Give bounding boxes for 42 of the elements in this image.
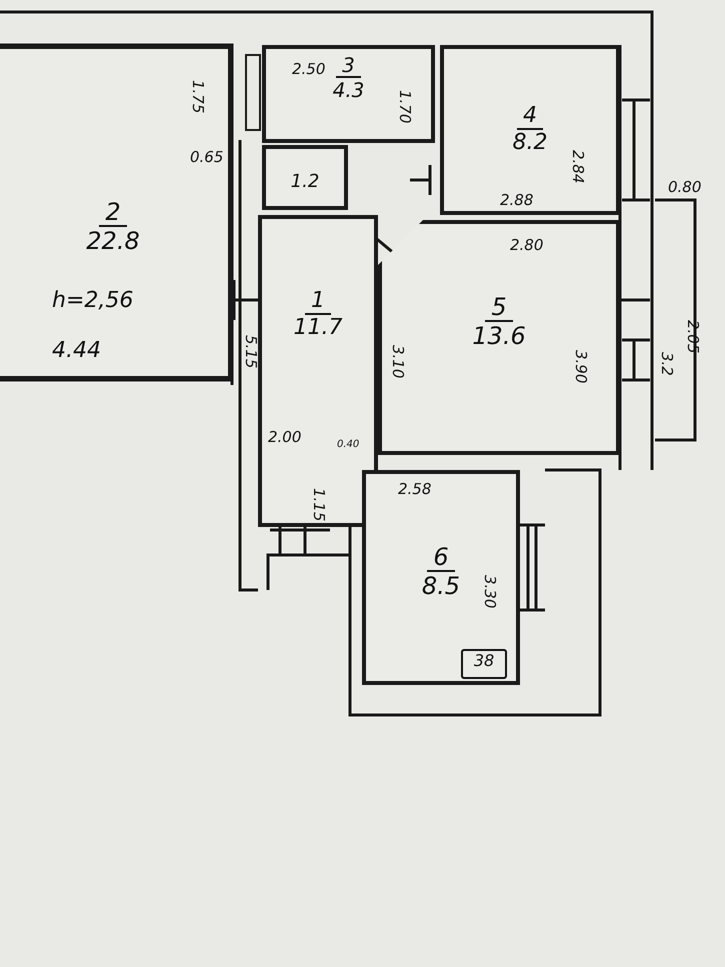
room-outline (262, 145, 348, 210)
room-number: 2 (99, 199, 127, 228)
room-outline (440, 45, 620, 215)
dimension-label: 2.80 (510, 238, 544, 253)
stove-box (461, 649, 507, 679)
dimension-label: 3.30 (482, 575, 497, 608)
room-number: 5 (485, 294, 513, 322)
room-area: 13.6 (472, 322, 526, 352)
room-area: 8.2 (512, 130, 548, 157)
stove-mark: 38 (474, 651, 494, 670)
room-outline (262, 45, 435, 143)
dimension-label: 0.65 (190, 150, 224, 165)
dimension-label: 1.70 (397, 90, 412, 124)
dimension-label: 2.58 (398, 482, 432, 497)
dimension-label: 0.80 (668, 180, 702, 195)
room-area: 1.2 (290, 171, 320, 193)
room-outline (258, 215, 378, 527)
dimension-label: 1.15 (311, 488, 326, 522)
dimension-label: 2.84 (570, 150, 585, 184)
dimension-label: 2.00 (268, 430, 302, 445)
dimension-label: 2.88 (500, 193, 534, 208)
room-area: 11.7 (294, 315, 342, 342)
dimension-label: 5.15 (243, 335, 258, 368)
room-outline (0, 45, 232, 380)
dimension-label: 0.40 (337, 440, 360, 450)
dimension-label: 3.10 (390, 345, 405, 378)
dimension-label: 1.75 (190, 80, 205, 114)
room-number: 6 (427, 544, 455, 572)
dimension-label: 2.05 (685, 320, 700, 354)
dimension-label: 3.90 (573, 350, 588, 384)
dimension-label: 2.50 (292, 62, 326, 77)
room-number: 4 (517, 104, 543, 130)
room-outline (378, 220, 620, 455)
room-area: 22.8 (86, 227, 140, 256)
ceiling-height-label: h=2,56 (52, 290, 134, 312)
room-area: 4.3 (332, 78, 364, 102)
room-number: 1 (305, 289, 331, 316)
room-number: 3 (336, 54, 361, 78)
dimension-label: 4.44 (52, 340, 101, 362)
dimension-label: 3.2 (659, 352, 674, 376)
room-outline (362, 470, 520, 685)
room-area: 8.5 (422, 572, 460, 602)
